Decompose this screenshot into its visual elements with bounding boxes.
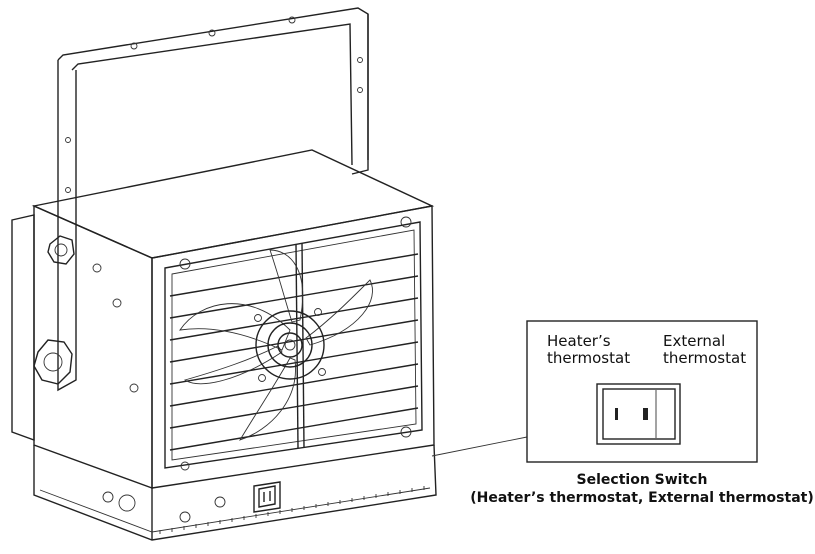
heaters-thermostat-label: Heater’s — [547, 332, 611, 350]
heater-housing — [11, 149, 437, 541]
external-thermostat-label-line2: thermostat — [663, 349, 746, 367]
front-grille — [164, 216, 423, 471]
upper-knob — [47, 235, 75, 265]
caption-subtitle: (Heater’s thermostat, External thermosta… — [470, 490, 814, 506]
fan — [179, 249, 373, 441]
lower-knob — [33, 339, 73, 385]
switch-position-heater — [615, 408, 618, 420]
external-thermostat-label: External — [663, 332, 725, 350]
caption-title: Selection Switch — [577, 472, 708, 488]
heaters-thermostat-label-line2: thermostat — [547, 349, 630, 367]
switch-position-external — [643, 408, 648, 420]
leader-line — [431, 436, 528, 457]
mounting-bracket — [57, 7, 369, 392]
selection-switch-enlarged — [596, 383, 681, 445]
heater-rocker-switch — [253, 481, 281, 513]
selection-switch-callout: Heater’s thermostat External thermostat — [526, 320, 758, 463]
